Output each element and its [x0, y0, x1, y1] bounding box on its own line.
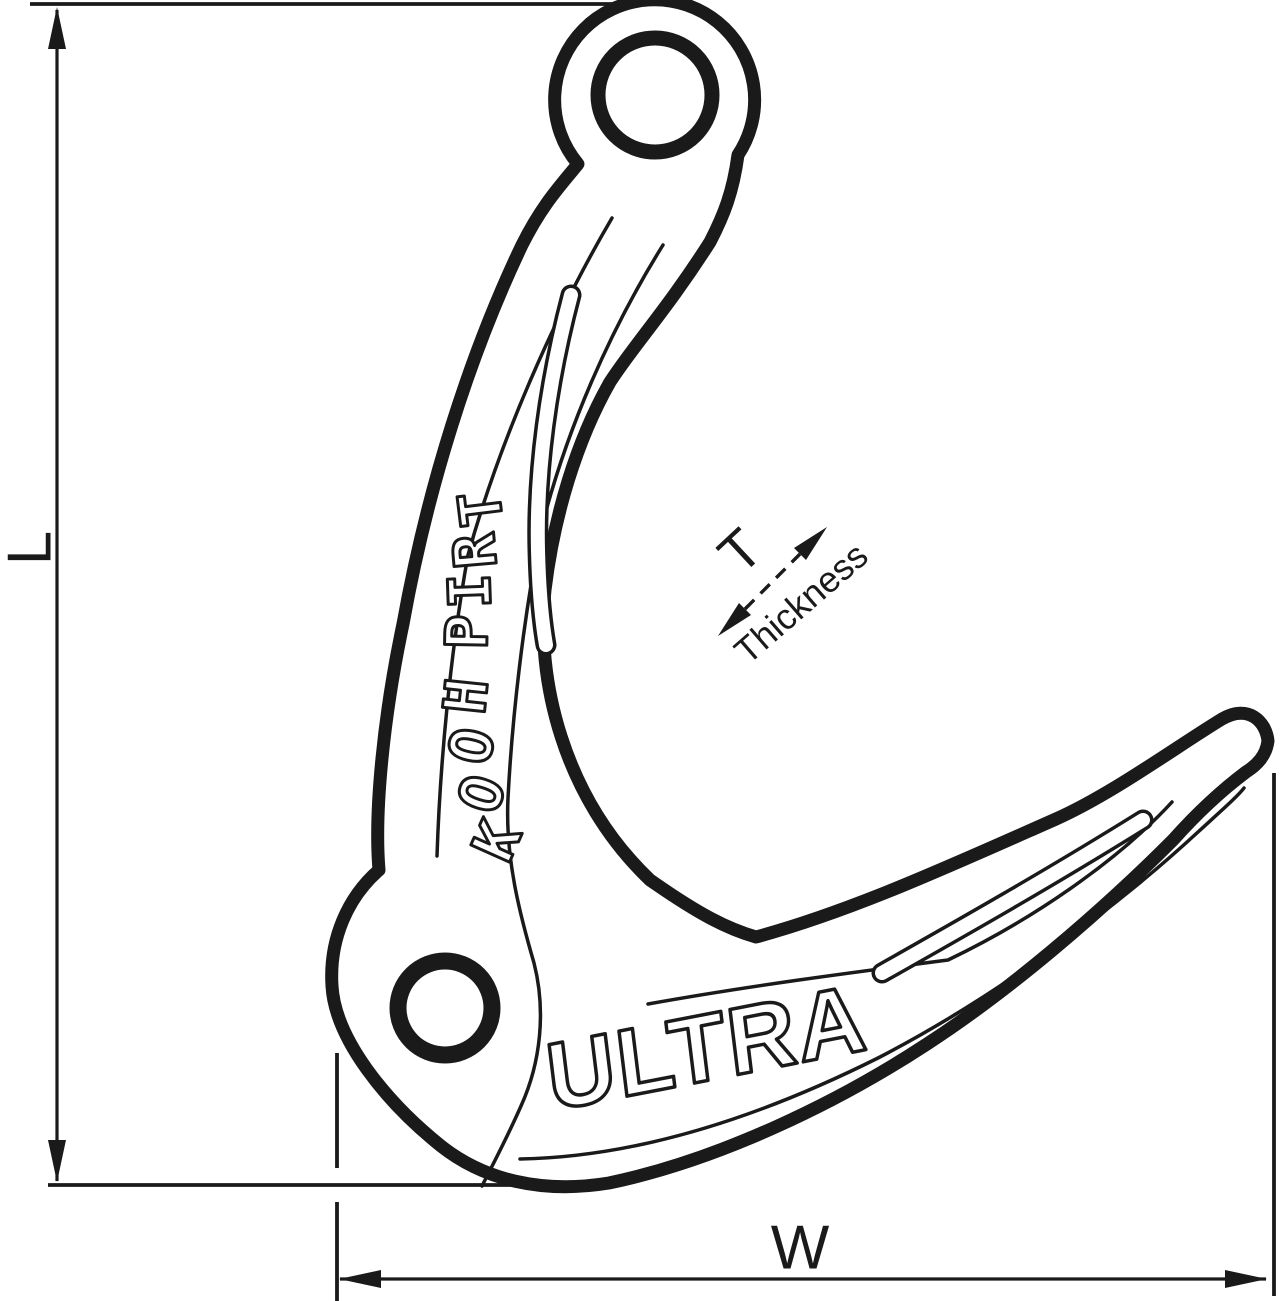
width-label: W — [771, 1214, 830, 1283]
length-label: L — [0, 531, 65, 565]
dimension-thickness: T Thickness — [706, 516, 876, 671]
shank-letter-t: T — [445, 488, 517, 531]
shank-letter-r: R — [440, 531, 511, 572]
length-arrowhead-up — [48, 7, 66, 49]
thickness-arrowhead-upper-right — [794, 527, 827, 560]
dimension-length: L — [0, 2, 616, 1187]
beak-slot-recess-inner — [875, 813, 1150, 980]
top-eye-hole — [590, 30, 720, 160]
width-arrowhead-right — [1225, 1270, 1267, 1288]
length-arrowhead-down — [48, 1140, 66, 1182]
thickness-symbol-label: T — [706, 516, 774, 585]
bottom-eye-hole — [389, 952, 501, 1064]
shank-face-line-right-s-curve — [480, 243, 665, 1188]
width-arrowhead-left — [339, 1270, 381, 1288]
shank-slot-recess-inner — [530, 288, 578, 652]
dimension-width: W — [335, 773, 1276, 1301]
shank-letter-h: H — [430, 675, 501, 717]
beak-face-line-bottom — [518, 786, 1246, 1161]
shank-letter-i: I — [435, 572, 504, 609]
thickness-arrowhead-lower-left — [718, 603, 751, 636]
shank-letter-p: P — [433, 614, 502, 650]
beak-face-line-top — [646, 800, 1174, 1006]
thickness-dashed-line — [743, 552, 802, 611]
